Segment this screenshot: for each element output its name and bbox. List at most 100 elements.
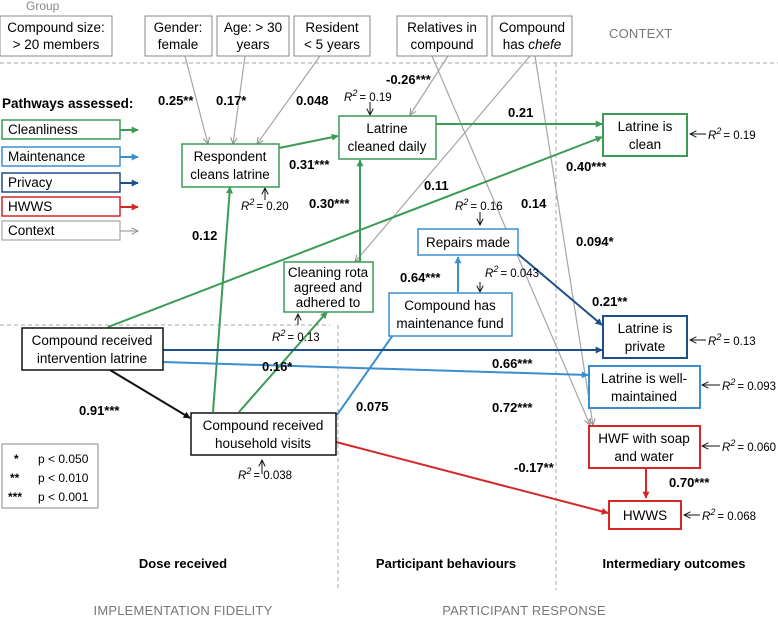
node-maintenance-fund: Compound has maintenance fund bbox=[388, 292, 513, 337]
legend-item-maintenance: Maintenance bbox=[1, 146, 139, 167]
svg-text:p < 0.010: p < 0.010 bbox=[38, 471, 89, 485]
context-node-size: Compound size: > 20 members bbox=[0, 15, 113, 57]
pathway-arrows bbox=[107, 120, 650, 515]
svg-text:*: * bbox=[14, 452, 19, 466]
coef-relatives-daily: -0.26*** bbox=[386, 72, 432, 87]
svg-text:Latrine is: Latrine is bbox=[618, 119, 673, 134]
context-node-resident: Resident < 5 years bbox=[293, 15, 371, 57]
section-dose-received: Dose received bbox=[139, 556, 227, 571]
coef-visits-resp: 0.12 bbox=[192, 228, 217, 243]
svg-text:Respondent: Respondent bbox=[194, 149, 267, 164]
legend-item-privacy: Privacy bbox=[1, 172, 139, 193]
r2-arrows bbox=[262, 102, 720, 515]
svg-text:HWWS: HWWS bbox=[623, 508, 667, 523]
context-node-relatives: Relatives in compound bbox=[396, 15, 488, 57]
edge-interv-visits bbox=[109, 369, 191, 419]
svg-text:R2= 0.13: R2= 0.13 bbox=[272, 328, 320, 344]
svg-text:intervention latrine: intervention latrine bbox=[37, 351, 147, 366]
coef-resp-daily: 0.31*** bbox=[289, 157, 330, 172]
svg-text:Compound size:: Compound size: bbox=[7, 20, 105, 35]
svg-text:R2= 0.043: R2= 0.043 bbox=[485, 264, 539, 280]
svg-text:Maintenance: Maintenance bbox=[8, 149, 85, 164]
svg-text:R2= 0.19: R2= 0.19 bbox=[344, 88, 392, 104]
svg-text:***: *** bbox=[8, 490, 22, 504]
node-repairs-made: Repairs made bbox=[417, 228, 519, 256]
node-hwws: HWWS bbox=[608, 500, 682, 530]
edge-resp-daily bbox=[278, 133, 339, 149]
legend-title: Pathways assessed: bbox=[2, 96, 133, 111]
edge-visits-hwws bbox=[335, 441, 609, 515]
svg-text:Repairs made: Repairs made bbox=[426, 235, 510, 250]
svg-text:Latrine: Latrine bbox=[366, 121, 407, 136]
svg-text:household visits: household visits bbox=[215, 436, 311, 451]
svg-text:R2= 0.068: R2= 0.068 bbox=[702, 507, 756, 523]
context-node-age: Age: > 30 years bbox=[216, 15, 290, 57]
svg-text:female: female bbox=[158, 37, 199, 52]
svg-text:cleans latrine: cleans latrine bbox=[190, 167, 270, 182]
edge-visits-rota bbox=[238, 311, 328, 413]
section-participant-behaviours: Participant behaviours bbox=[376, 556, 516, 571]
svg-text:< 5 years: < 5 years bbox=[304, 37, 360, 52]
group-heading: Group bbox=[26, 0, 60, 13]
svg-text:has chefe: has chefe bbox=[503, 37, 562, 52]
svg-text:Compound has: Compound has bbox=[404, 298, 496, 313]
coef-fund-repairs: 0.64*** bbox=[400, 270, 441, 285]
svg-text:p < 0.050: p < 0.050 bbox=[38, 452, 89, 466]
svg-text:Compound: Compound bbox=[499, 20, 565, 35]
path-coefficients: 0.25** 0.17* 0.048 -0.26*** 0.21 0.31***… bbox=[79, 72, 710, 490]
section-participant-response: PARTICIPANT RESPONSE bbox=[442, 603, 606, 618]
coef-chefe-hwf: 0.094* bbox=[576, 234, 615, 249]
svg-text:Latrine is: Latrine is bbox=[618, 321, 673, 336]
edge-visits-resp bbox=[212, 186, 234, 413]
svg-text:and water: and water bbox=[614, 449, 674, 464]
section-intermediary-outcomes: Intermediary outcomes bbox=[602, 556, 745, 571]
edge-gender-respondent bbox=[233, 55, 246, 144]
node-household-visits: Compound received household visits bbox=[190, 412, 337, 456]
svg-text:p < 0.001: p < 0.001 bbox=[38, 490, 89, 504]
svg-text:years: years bbox=[236, 37, 269, 52]
coef-visits-rota: 0.16* bbox=[262, 359, 293, 374]
coef-interv-private: 0.66*** bbox=[492, 356, 533, 371]
coef-size-resp: 0.25** bbox=[158, 93, 194, 108]
node-cleaning-rota: Cleaning rota agreed and adhered to bbox=[283, 261, 374, 313]
legend-item-context: Context bbox=[1, 220, 138, 241]
coef-interv-wellmaint: 0.72*** bbox=[492, 400, 533, 415]
chefe-word-has: has bbox=[503, 37, 529, 52]
svg-text:Latrine is well-: Latrine is well- bbox=[601, 371, 687, 386]
svg-text:cleaned daily: cleaned daily bbox=[348, 139, 427, 154]
node-hwf-soap-water: HWF with soap and water bbox=[588, 425, 701, 469]
svg-text:Relatives in: Relatives in bbox=[407, 20, 477, 35]
node-intervention-latrine: Compound received intervention latrine bbox=[21, 327, 164, 371]
legend: Pathways assessed: Cleanliness Maintenan… bbox=[1, 96, 139, 241]
chefe-word: chefe bbox=[528, 37, 561, 52]
context-node-gender: Gender: female bbox=[144, 15, 213, 57]
svg-text:agreed and: agreed and bbox=[294, 280, 362, 295]
svg-text:R2= 0.19: R2= 0.19 bbox=[708, 126, 756, 142]
svg-text:adhered to: adhered to bbox=[296, 295, 361, 310]
svg-text:Cleanliness: Cleanliness bbox=[8, 122, 78, 137]
svg-text:compound: compound bbox=[410, 37, 473, 52]
edge-relatives-daily bbox=[410, 55, 449, 115]
svg-text:R2= 0.038: R2= 0.038 bbox=[238, 466, 292, 482]
context-node-chefe: Compound has chefe bbox=[491, 15, 573, 57]
node-cleaned-daily: Latrine cleaned daily bbox=[338, 115, 437, 160]
node-latrine-well-maintained: Latrine is well- maintained bbox=[588, 365, 701, 409]
svg-text:maintenance fund: maintenance fund bbox=[396, 316, 503, 331]
section-dividers bbox=[0, 62, 778, 590]
edge-chefe-rota bbox=[355, 55, 531, 262]
svg-text:Compound received: Compound received bbox=[203, 418, 324, 433]
svg-text:HWWS: HWWS bbox=[8, 199, 52, 214]
coef-relatives-hwf: 0.14 bbox=[521, 196, 547, 211]
context-heading: CONTEXT bbox=[609, 26, 673, 41]
edge-chefe-hwf bbox=[534, 55, 593, 425]
svg-text:R2= 0.060: R2= 0.060 bbox=[722, 438, 776, 454]
coef-repairs-private: 0.21** bbox=[592, 294, 628, 309]
edge-repairs-private bbox=[517, 253, 603, 326]
svg-text:Age: > 30: Age: > 30 bbox=[224, 20, 282, 35]
svg-text:Compound received: Compound received bbox=[32, 333, 153, 348]
context-arrows bbox=[184, 55, 593, 425]
svg-text:Privacy: Privacy bbox=[8, 175, 53, 190]
significance-key: * p < 0.050 ** p < 0.010 *** p < 0.001 bbox=[1, 443, 99, 509]
svg-text:private: private bbox=[625, 339, 666, 354]
